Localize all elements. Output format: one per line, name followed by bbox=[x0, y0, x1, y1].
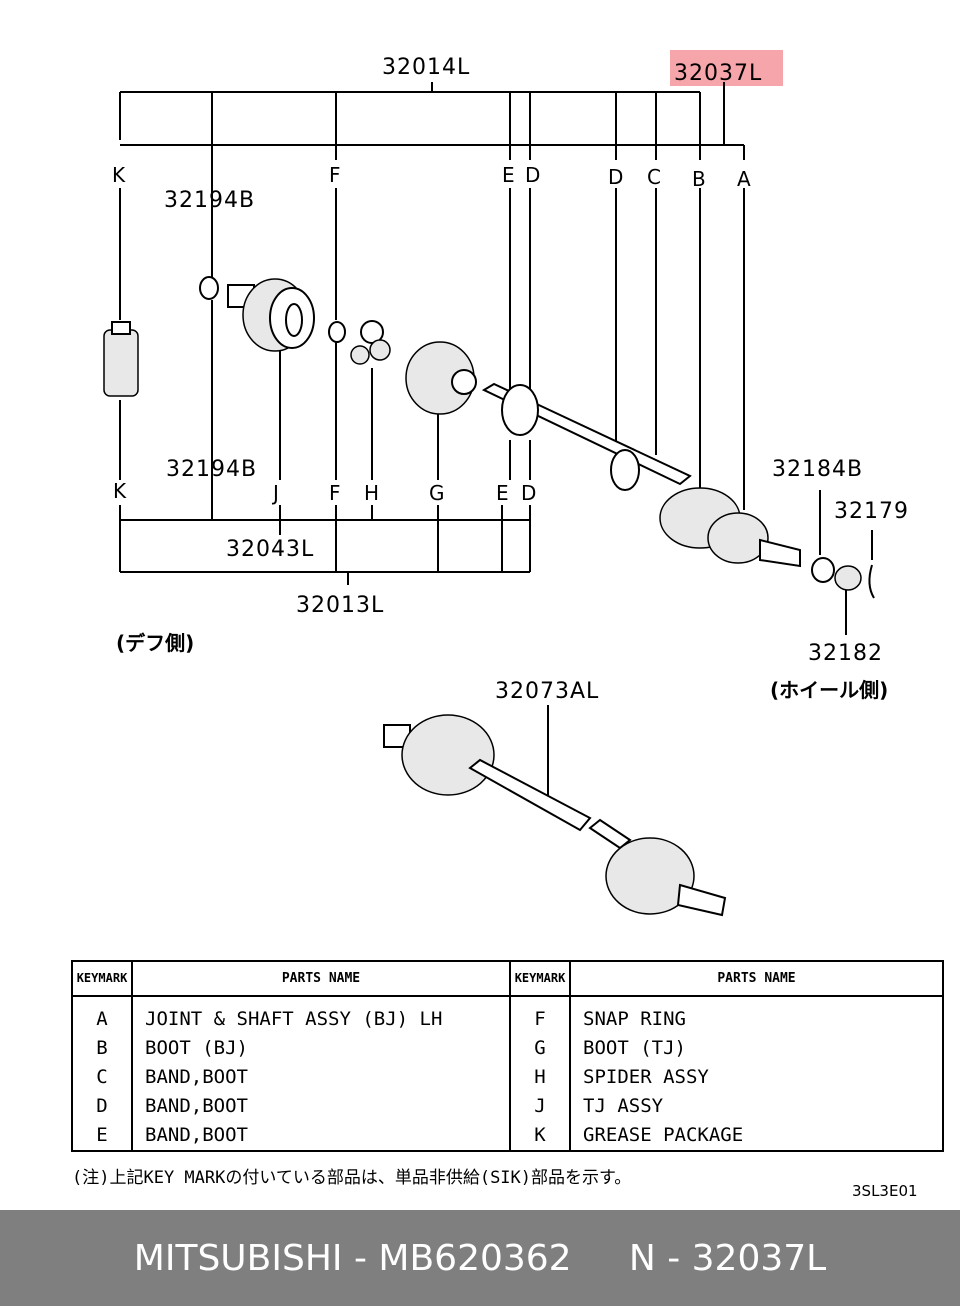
legend-key: J bbox=[534, 1095, 546, 1117]
legend-key: K bbox=[534, 1124, 546, 1146]
parts-name-header: PARTS NAME bbox=[281, 971, 361, 986]
grease-package bbox=[103, 321, 139, 397]
nut-part bbox=[834, 565, 862, 591]
key-mark-bottom: E bbox=[496, 481, 509, 505]
part-number-32179: 32179 bbox=[834, 499, 909, 524]
part-highlight bbox=[670, 50, 783, 86]
key-mark-bottom: J bbox=[271, 481, 279, 505]
legend-part-name: SNAP RING bbox=[583, 1008, 686, 1030]
brand-name: MITSUBISHI bbox=[133, 1237, 343, 1279]
legend-key: B bbox=[96, 1037, 108, 1059]
washer-part bbox=[811, 557, 835, 583]
snap-ring-part bbox=[199, 276, 219, 300]
legend-key: E bbox=[96, 1124, 108, 1146]
spacer bbox=[572, 1238, 629, 1279]
footer-bar: MITSUBISHI - MB620362 N - 32037L bbox=[0, 1210, 960, 1306]
part-number-32014L: 32014L bbox=[382, 55, 470, 80]
legend-key: G bbox=[534, 1037, 546, 1059]
key-mark-top: K bbox=[112, 163, 126, 187]
top-brackets bbox=[119, 82, 745, 290]
legend-part-name: GREASE PACKAGE bbox=[583, 1124, 744, 1146]
legend-part-name: BAND,BOOT bbox=[145, 1124, 248, 1146]
legend-key: C bbox=[96, 1066, 108, 1088]
part-number-32043L: 32043L bbox=[226, 537, 314, 562]
key-mark-top: F bbox=[329, 163, 341, 187]
ref-prefix: N bbox=[628, 1237, 656, 1279]
shaft-part bbox=[481, 382, 801, 568]
legend-part-name: JOINT & SHAFT ASSY (BJ) LH bbox=[145, 1008, 443, 1030]
snap-ring-f-part bbox=[328, 321, 346, 343]
part-number-32013L: 32013L bbox=[296, 593, 384, 618]
part-number-32184B: 32184B bbox=[772, 457, 863, 482]
key-mark-bottom: D bbox=[521, 481, 536, 505]
key-mark-bottom: H bbox=[364, 481, 379, 505]
part-number-32194B-top: 32194B bbox=[164, 188, 255, 213]
boot-tj-part bbox=[405, 341, 477, 415]
split-pin-part bbox=[868, 564, 875, 599]
key-mark-bottom: F bbox=[329, 481, 341, 505]
part-number-32194B-bottom: 32194B bbox=[166, 457, 257, 482]
separator: - bbox=[342, 1237, 379, 1279]
legend-part-name: BAND,BOOT bbox=[145, 1095, 248, 1117]
exploded-diagram: 32014L 32037L 32194B 32194B 32043L 32013… bbox=[103, 55, 909, 917]
legend-key: F bbox=[534, 1008, 546, 1030]
parts-name-header: PARTS NAME bbox=[717, 971, 796, 986]
leader-lines bbox=[119, 188, 873, 800]
legend-part-name: BAND,BOOT bbox=[145, 1066, 248, 1088]
drive-shaft-part bbox=[383, 714, 727, 917]
separator: - bbox=[655, 1237, 692, 1279]
legend-part-name: BOOT (TJ) bbox=[583, 1037, 686, 1059]
key-mark-top: D bbox=[608, 165, 623, 189]
key-mark-bottom: G bbox=[429, 481, 445, 505]
legend-key: D bbox=[96, 1095, 108, 1117]
legend-part-name: SPIDER ASSY bbox=[583, 1066, 709, 1088]
ref-number: 32037L bbox=[691, 1237, 827, 1279]
key-mark-top: E bbox=[502, 163, 515, 187]
part-number-32073AL: 32073AL bbox=[495, 679, 599, 704]
key-mark-top: B bbox=[692, 167, 706, 191]
key-mark-bottom: K bbox=[113, 479, 127, 503]
oem-number: MB620362 bbox=[378, 1237, 572, 1279]
key-mark-top: C bbox=[647, 165, 661, 189]
bottom-brackets bbox=[119, 505, 531, 585]
part-number-32182: 32182 bbox=[808, 641, 883, 666]
key-mark-top: A bbox=[737, 167, 751, 191]
diff-side-label: (デフ側) bbox=[116, 631, 194, 655]
part-number-32037L: 32037L bbox=[674, 61, 762, 86]
legend-key: A bbox=[96, 1008, 108, 1030]
tj-assy-part bbox=[227, 278, 315, 352]
legend-part-name: BOOT (BJ) bbox=[145, 1037, 248, 1059]
spider-assy-part bbox=[350, 320, 391, 365]
legend-part-name: TJ ASSY bbox=[583, 1095, 664, 1117]
footnote: (注)上記KEY MARKの付いている部品は、単品非供給(SIK)部品を示す。 bbox=[72, 1168, 632, 1188]
document-number: 3SL3E01 bbox=[852, 1182, 918, 1200]
key-mark-top: D bbox=[525, 163, 540, 187]
wheel-side-label: (ホイール側) bbox=[770, 678, 888, 702]
legend-key: H bbox=[534, 1066, 546, 1088]
